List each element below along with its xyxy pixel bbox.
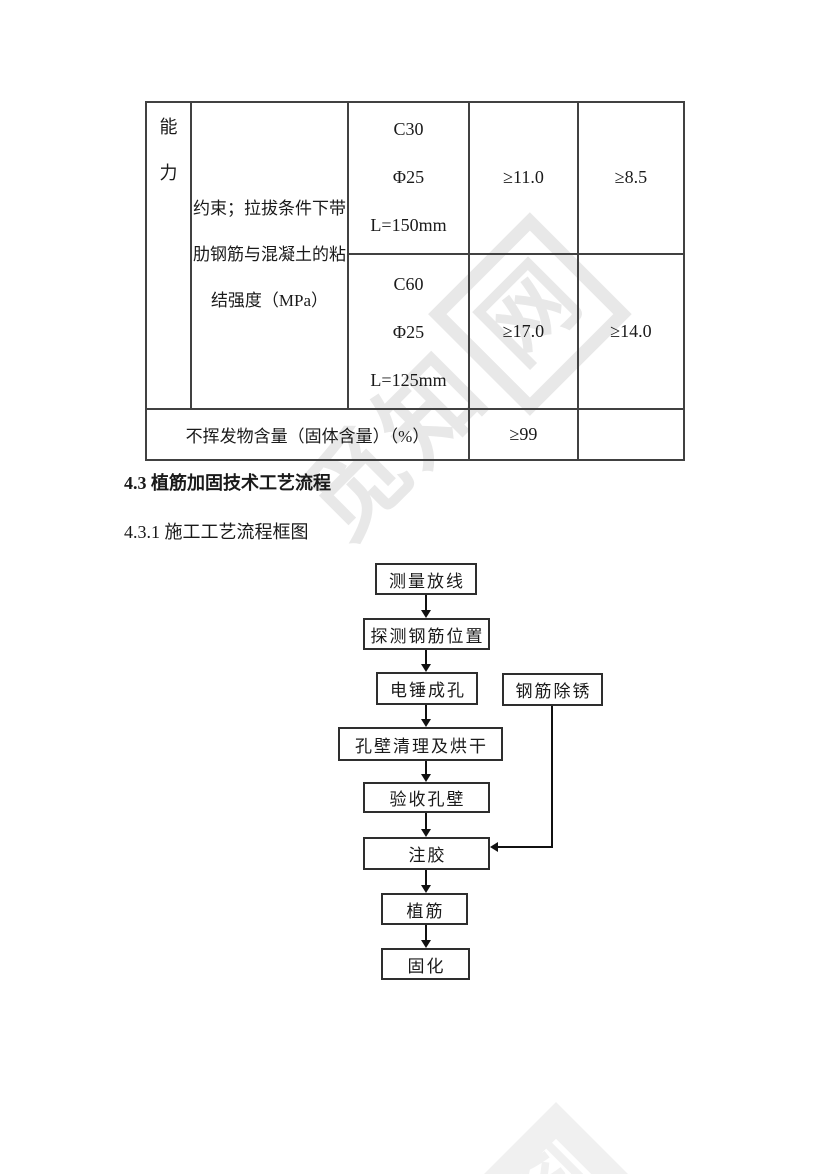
flow-arrow-line [425,650,427,665]
flow-step-plant-rebar: 植筋 [381,893,468,925]
table-row-divider-1 [347,253,685,255]
table-border-bottom [145,459,685,461]
cell-text: ≥8.5 [614,166,648,187]
cell-text: 力 [159,163,178,183]
cell-row1-spec: C30 Φ25 L=150mm [349,101,468,253]
cell-text: 能 [159,117,178,137]
flow-step-label: 孔壁清理及烘干 [355,736,488,756]
flow-arrow-head [421,829,431,837]
cell-text: L=150mm [370,215,447,235]
flow-branch-arrow-head [490,842,498,852]
cell-text: 不挥发物含量（固体含量）（%） [185,427,430,446]
table-col-divider-3 [468,101,470,461]
table-col-divider-2 [347,101,349,410]
cell-ability: 能 力 [147,104,190,204]
flow-step-detect-rebar: 探测钢筋位置 [363,618,490,650]
cell-row1-value1: ≥11.0 [470,101,577,253]
cell-text: Φ25 [392,321,425,342]
cell-text: ≥14.0 [610,321,652,341]
cell-text: ≥17.0 [502,321,545,341]
flow-arrow-head [421,719,431,727]
flow-step-label: 钢筋除锈 [515,682,592,701]
flow-step-rebar-derust: 钢筋除锈 [502,673,603,706]
flow-step-clean-dry-hole: 孔壁清理及烘干 [338,727,503,761]
table-col-divider-4 [577,101,579,461]
table-border-right [683,101,685,461]
flow-step-label: 植筋 [406,901,445,921]
cell-text: Φ25 [392,167,425,187]
cell-row1-value2: ≥8.5 [579,101,683,253]
cell-text: 约束；拉拔条件下带 [193,198,346,218]
flow-step-label: 测量放线 [389,571,465,591]
flow-step-hammer-drill: 电锤成孔 [376,672,478,705]
flow-step-label: 探测钢筋位置 [370,626,485,646]
cell-row2-spec: C60 Φ25 L=125mm [349,255,468,408]
cell-row3-value1: ≥99 [470,410,577,459]
table-border-top [145,101,685,103]
cell-row3-value2 [579,410,683,459]
flow-step-cure: 固化 [381,948,470,980]
flow-arrow-line [425,761,427,775]
subsection-heading: 4.3.1 施工工艺流程框图 [124,522,309,542]
cell-text: 结强度（MPa） [210,290,329,310]
flow-branch-horizontal-line [498,846,553,848]
flow-step-label: 验收孔壁 [389,790,466,809]
cell-text: ≥11.0 [503,166,544,187]
watermark-bottom-diamond [399,1102,713,1174]
flow-arrow-head [421,774,431,782]
table-row-divider-2 [145,408,685,410]
section-heading: 4.3 植筋加固技术工艺流程 [124,473,331,493]
flow-arrow-head [421,940,431,948]
cell-text: L=125mm [370,369,447,390]
cell-text: ≥99 [509,424,538,444]
flow-step-inject-glue: 注胶 [363,837,490,870]
cell-row2-value1: ≥17.0 [470,255,577,408]
table-border-left [145,101,147,461]
flow-step-label: 电锤成孔 [390,681,466,700]
cell-description: 约束；拉拔条件下带 肋钢筋与混凝土的粘 结强度（MPa） [192,101,347,408]
flow-arrow-line [425,595,427,611]
flow-arrow-line [425,925,427,941]
flow-step-label: 固化 [407,956,446,976]
flow-branch-vertical-line [551,706,553,848]
flow-step-label: 注胶 [408,846,447,865]
cell-row3-label: 不挥发物含量（固体含量）（%） [147,410,468,459]
cell-row2-value2: ≥14.0 [579,255,683,408]
watermark-bottom-char: 网 [473,1117,592,1174]
cell-text: 肋钢筋与混凝土的粘 [193,244,346,264]
flow-arrow-line [425,813,427,830]
cell-text: C30 [393,119,424,139]
flow-arrow-head [421,610,431,618]
flow-arrow-line [425,870,427,886]
flow-step-measure-layout: 测量放线 [375,563,477,595]
flow-arrow-head [421,664,431,672]
cell-text: C60 [393,273,424,294]
table-col-divider-1 [190,101,192,410]
flow-arrow-head [421,885,431,893]
flow-arrow-line [425,705,427,720]
flow-step-inspect-hole: 验收孔壁 [363,782,490,813]
